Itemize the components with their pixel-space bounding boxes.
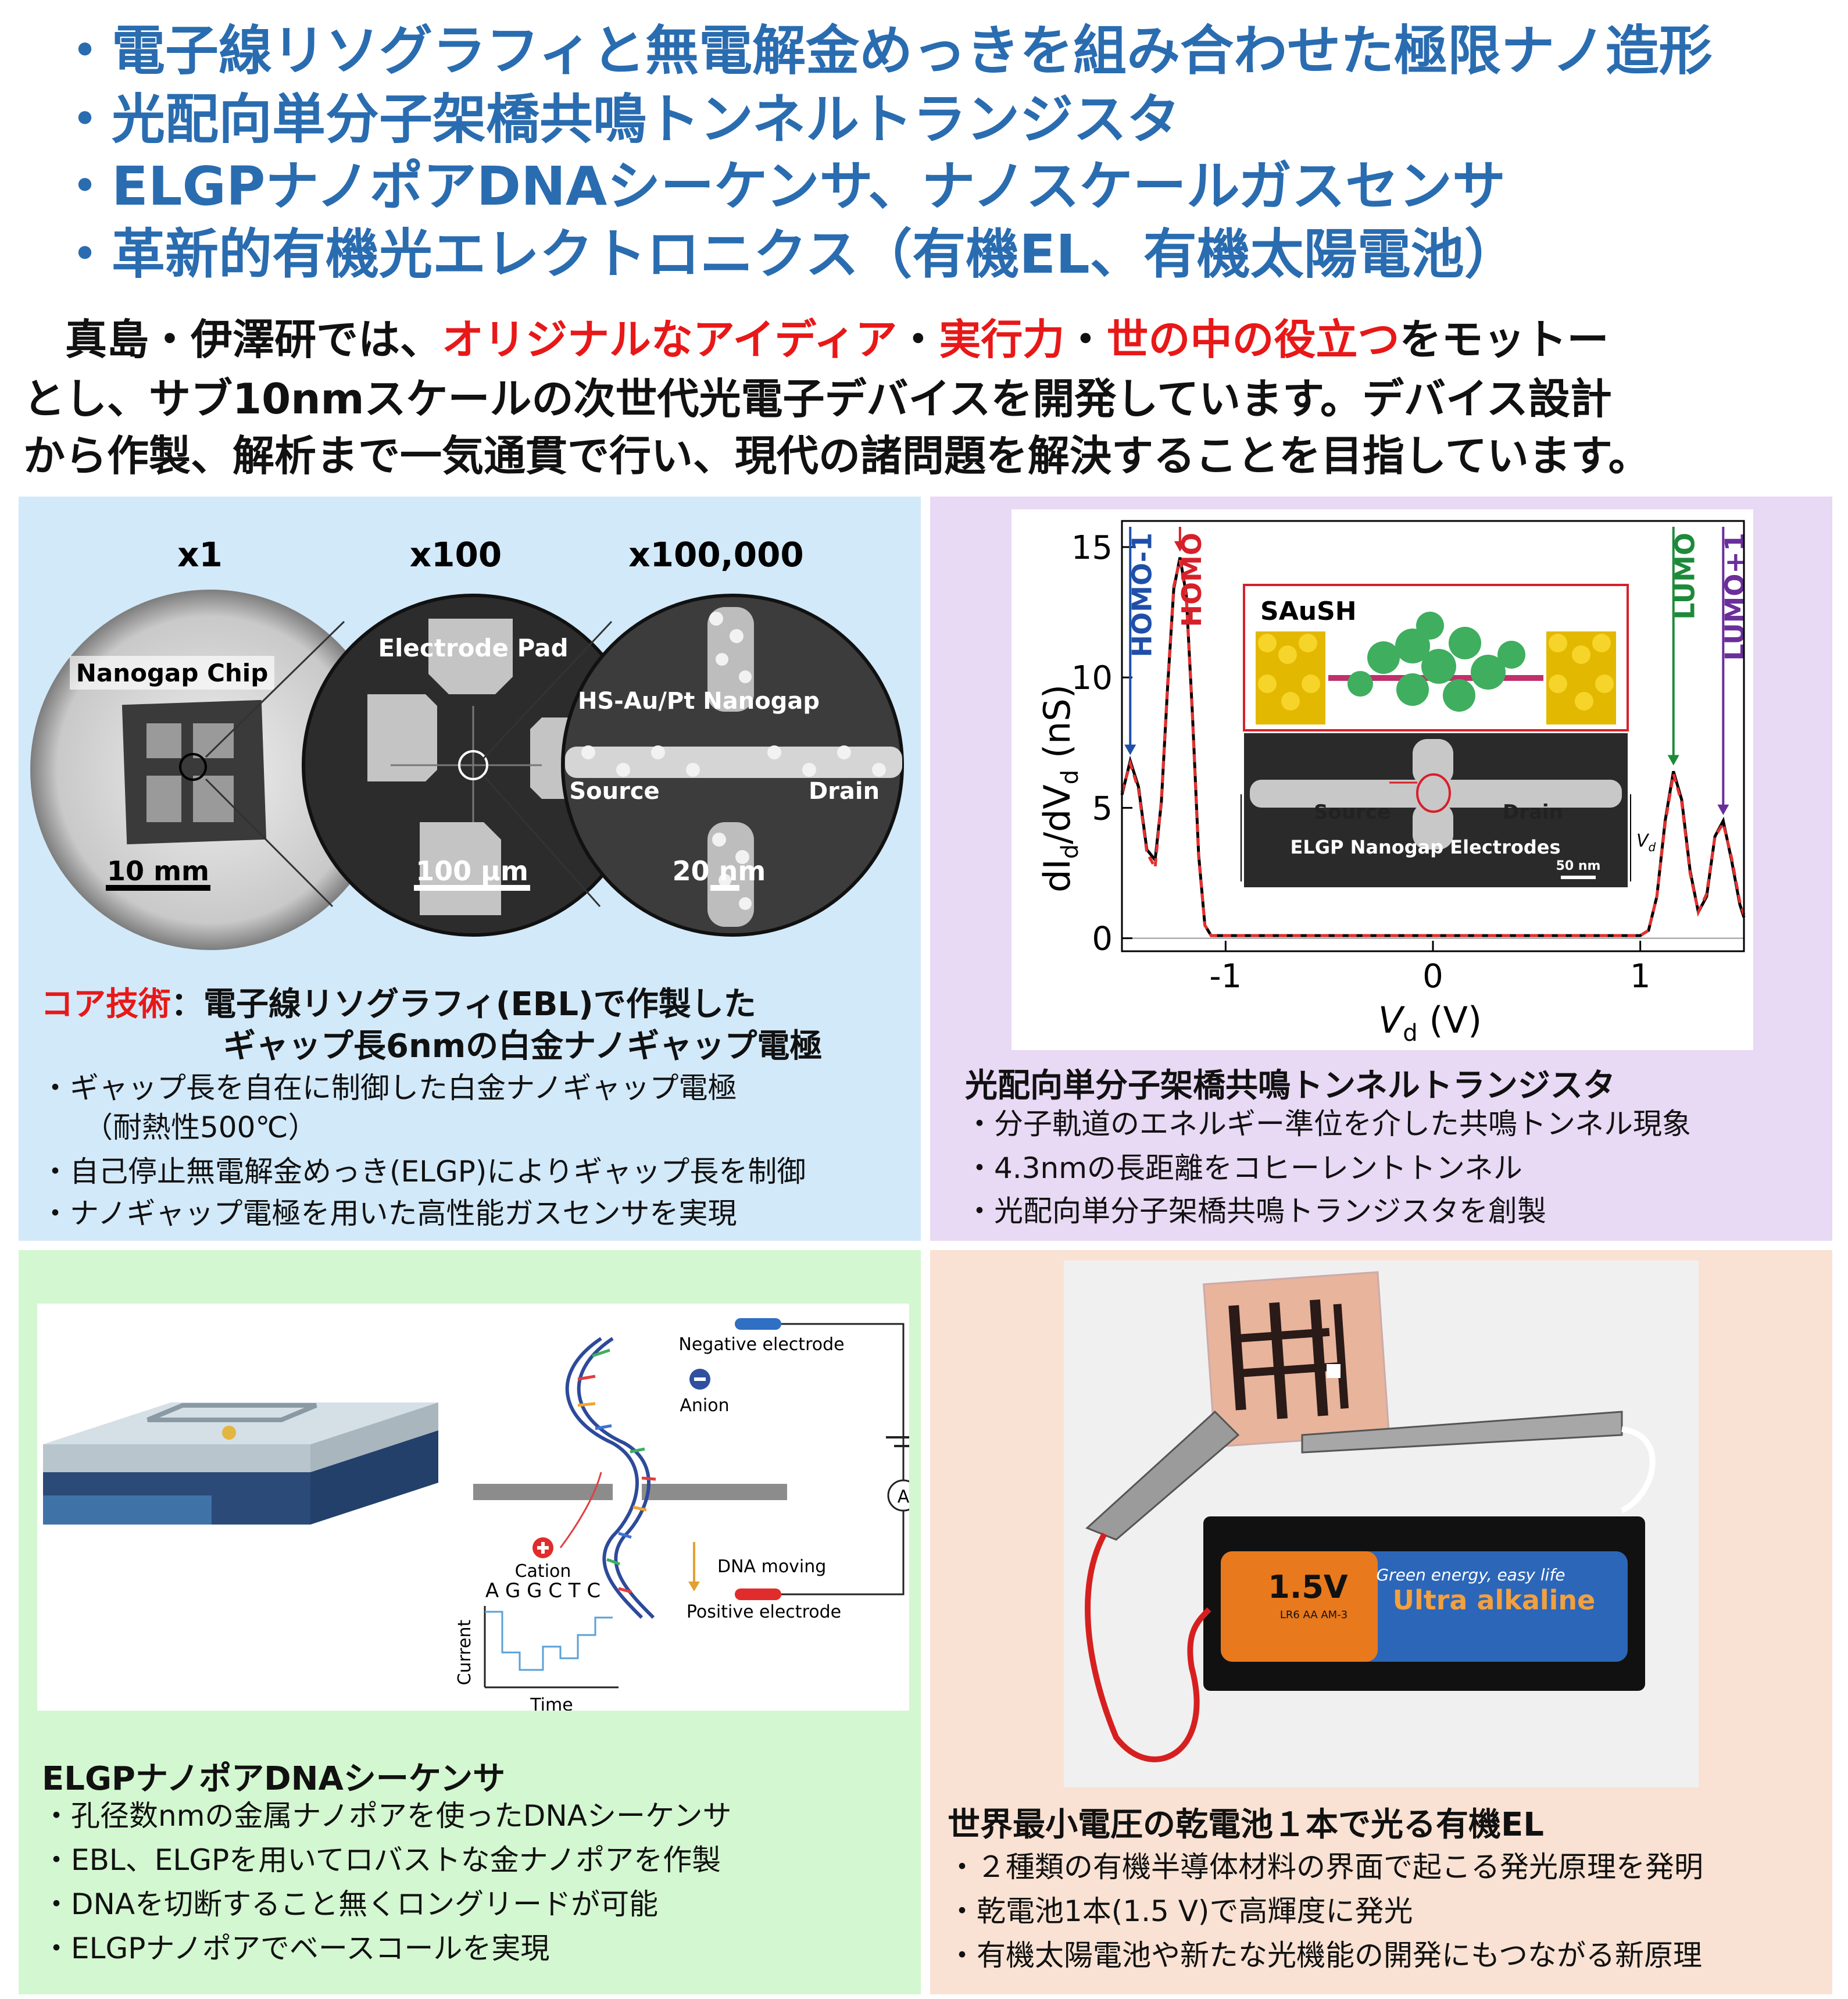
intro-text: をモットー [1399,315,1609,364]
panel2-bullet-2: ・4.3nmの長距離をコヒーレントトンネル [965,1151,1522,1185]
label-electrode-pad: Electrode Pad [378,634,568,662]
intro-line-2: とし、サブ10nmスケールの次世代光電子デバイスを開発しています。デバイス設計 [23,374,1612,423]
plot-frame [1121,520,1745,952]
emphasis-execution: 実行力 [939,315,1065,364]
battery-brand: Ultra alkaline [1393,1584,1596,1616]
organic-el-photo: 1.5V LR6 AA AM-3 Green energy, easy life… [1064,1261,1699,1787]
panel3-bullet-3: ・DNAを切断すること無くロングリードが可能 [42,1887,659,1921]
panel3-bullet-1: ・孔径数nmの金属ナノポアを使ったDNAシーケンサ [42,1799,732,1833]
core-line-2: ギャップ長6nmの白金ナノギャップ電極 [223,1027,823,1065]
panel2-bullet-3: ・光配向単分子架橋共鳴トランジスタを創製 [965,1194,1546,1228]
core-label: コア技術 [41,986,171,1023]
panel-nanopore-dna-sequencer: Negative electrode Positive electrode A … [19,1250,921,1994]
orbital-label: HOMO-1 [1126,533,1157,657]
panel3-bullet-4: ・ELGPナノポアでベースコールを実現 [42,1932,550,1965]
orbital-label: HOMO [1176,533,1207,627]
intro-text: 真島・伊澤研では、 [23,315,442,364]
x-tick-label: 1 [1630,958,1651,995]
orbital-arrowhead [1174,541,1186,552]
label-sequence: A G G C T C [485,1579,600,1602]
panel4-caption: 世界最小電圧の乾電池１本で光る有機EL [948,1806,1544,1844]
y-tick-label: 15 [1071,529,1113,567]
intro-line-3: から作製、解析まで一気通貫で行い、現代の諸問題を解決することを目指しています。 [23,431,1650,480]
intro-separator: ・ [897,315,939,364]
orbital-arrowhead [1124,744,1136,755]
nanopore-diagram: Negative electrode Positive electrode A … [37,1304,909,1711]
panel1-bullet-2: ・自己停止無電解金めっき(ELGP)によりギャップ長を制御 [41,1155,806,1188]
label-nanogap-chip: Nanogap Chip [76,659,269,687]
panel1-bullet-3: ・ナノギャップ電極を用いた高性能ガスセンサを実現 [41,1197,737,1230]
orbital-arrowhead [1717,804,1729,815]
y-tick-label: 0 [1092,920,1113,958]
label-sauSH: SAuSH [1260,597,1357,626]
intro-separator: ・ [1064,315,1107,364]
label-ammeter: A [898,1487,909,1507]
panel-organic-el: 1.5V LR6 AA AM-3 Green energy, easy life… [930,1250,1832,1994]
core-colon: ： [171,986,203,1023]
label-dna-moving: DNA moving [717,1557,826,1577]
panel1-bullet-1-note: （耐熱性500℃） [84,1111,317,1144]
molecule-inset: SAuSH Source Drain ELGP Na [1241,584,1656,887]
scalebar-20nm: 20 nm [673,855,766,887]
y-tick-label: 5 [1092,790,1113,827]
nanogap-micrograph-figure: x1 x100 x100,000 Nanogap Chip 10 mm [30,535,904,950]
nanogap-sem-image: HS-Au/Pt Nanogap Source Drain 20 nm [561,594,904,937]
label-current-axis: Current [455,1619,475,1685]
panel3-caption: ELGPナノポアDNAシーケンサ [42,1760,506,1798]
inset-vd-label: Vd [1636,831,1656,854]
mag-label-x100000: x100,000 [628,535,804,574]
label-source: Source [569,778,659,805]
panel1-bullet-1: ・ギャップ長を自在に制御した白金ナノギャップ電極 [41,1071,737,1105]
label-drain: Drain [809,778,880,805]
panel2-caption: 光配向単分子架橋共鳴トンネルトランジスタ [965,1067,1615,1105]
nanogap-chip-photo: Nanogap Chip 10 mm [30,590,391,950]
inset-label-elgp: ELGP Nanogap Electrodes [1290,836,1560,858]
battery-tagline: Green energy, easy life [1376,1565,1565,1584]
panel3-bullet-2: ・EBL、ELGPを用いてロバストな金ナノポアを作製 [42,1843,721,1877]
y-tick-label: 10 [1071,659,1113,697]
series-fit-line [1120,559,1746,937]
scalebar-10mm: 10 mm [107,855,209,887]
orbital-arrowhead [1667,755,1679,766]
headline-1: ・電子線リソグラフィと無電解金めっきを組み合わせた極限ナノ造形 [58,20,1713,82]
core-technology-heading: コア技術：電子線リソグラフィ(EBL)で作製した [41,978,756,1025]
orbital-label: LUMO+1 [1719,533,1750,661]
mag-label-x100: x100 [410,535,502,574]
panel-core-technology: x1 x100 x100,000 Nanogap Chip 10 mm [19,497,921,1241]
label-hs-au-pt-nanogap: HS-Au/Pt Nanogap [578,688,820,715]
mag-label-x1: x1 [177,535,223,574]
label-negative-electrode: Negative electrode [678,1334,844,1355]
electrode-pad-micrograph: Electrode Pad 100 μm [302,594,645,937]
inset-label-source: Source [1314,801,1391,824]
label-time-axis: Time [530,1695,573,1711]
x-tick-label: -1 [1209,958,1242,995]
inset-scale-50nm: 50 nm [1556,859,1601,873]
inset-label-drain: Drain [1503,801,1563,824]
headline-3: ・ELGPナノポアDNAシーケンサ、ナノスケールガスセンサ [58,155,1506,217]
scalebar-100um: 100 μm [416,855,528,887]
panel4-bullet-1: ・２種類の有機半導体材料の界面で起こる発光原理を発明 [948,1850,1703,1884]
panel4-bullet-3: ・有機太陽電池や新たな光機能の開発にもつながる新原理 [948,1939,1702,1972]
panel2-bullet-1: ・分子軌道のエネルギー準位を介した共鳴トンネル現象 [965,1107,1691,1141]
y-axis-label: dId/dVd (nS) [1036,684,1084,893]
orbital-label: LUMO [1670,533,1701,620]
x-tick-label: 0 [1422,958,1443,995]
headline-4: ・革新的有機光エレクトロニクス（有機EL、有機太陽電池） [58,223,1518,285]
intro-line-1: 真島・伊澤研では、オリジナルなアイディア・実行力・世の中の役立つをモットー [23,319,1837,360]
headline-2: ・光配向単分子架橋共鳴トンネルトランジスタ [58,88,1181,151]
panel4-bullet-2: ・乾電池1本(1.5 V)で高輝度に発光 [948,1894,1413,1928]
emphasis-original-idea: オリジナルなアイディア [442,315,898,364]
label-positive-electrode: Positive electrode [687,1602,841,1622]
label-anion: Anion [680,1395,729,1416]
emphasis-usefulness: 世の中の役立つ [1106,315,1400,364]
battery-model: LR6 AA AM-3 [1280,1609,1347,1621]
core-line-1: 電子線リソグラフィ(EBL)で作製した [203,986,756,1023]
battery-voltage: 1.5V [1268,1569,1348,1605]
label-cation: Cation [515,1561,571,1582]
x-axis-label: Vd (V) [1378,999,1482,1047]
